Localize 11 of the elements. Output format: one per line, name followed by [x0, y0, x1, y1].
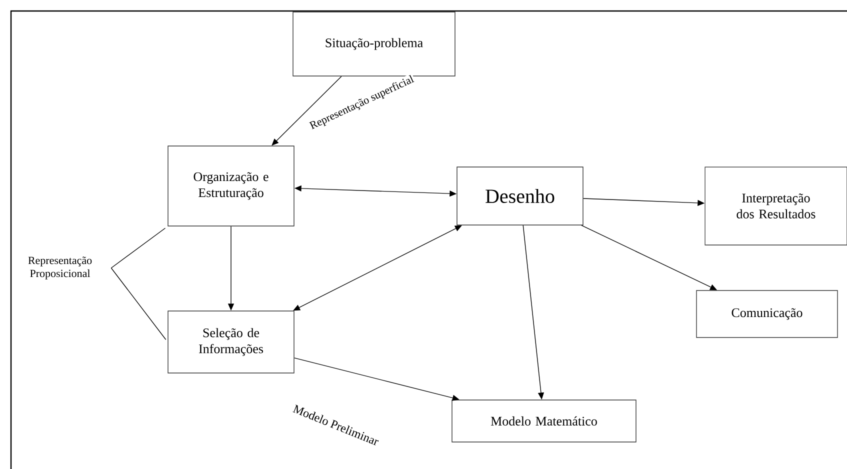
process-box: Interpretação dos Resultados — [704, 166, 847, 246]
bracket-line — [110, 268, 166, 340]
bracket-label: Representação Proposicional — [28, 256, 92, 280]
bracket-line — [110, 228, 166, 268]
process-box: Organização e Estruturação — [168, 146, 294, 226]
process-box: Comunicação — [696, 290, 838, 338]
process-box: Situação-problema — [292, 12, 456, 76]
process-box: Desenho — [456, 166, 584, 226]
process-box: Seleção de Informações — [168, 310, 294, 374]
arrow — [293, 225, 462, 311]
process-box: Modelo Matemático — [452, 400, 636, 442]
